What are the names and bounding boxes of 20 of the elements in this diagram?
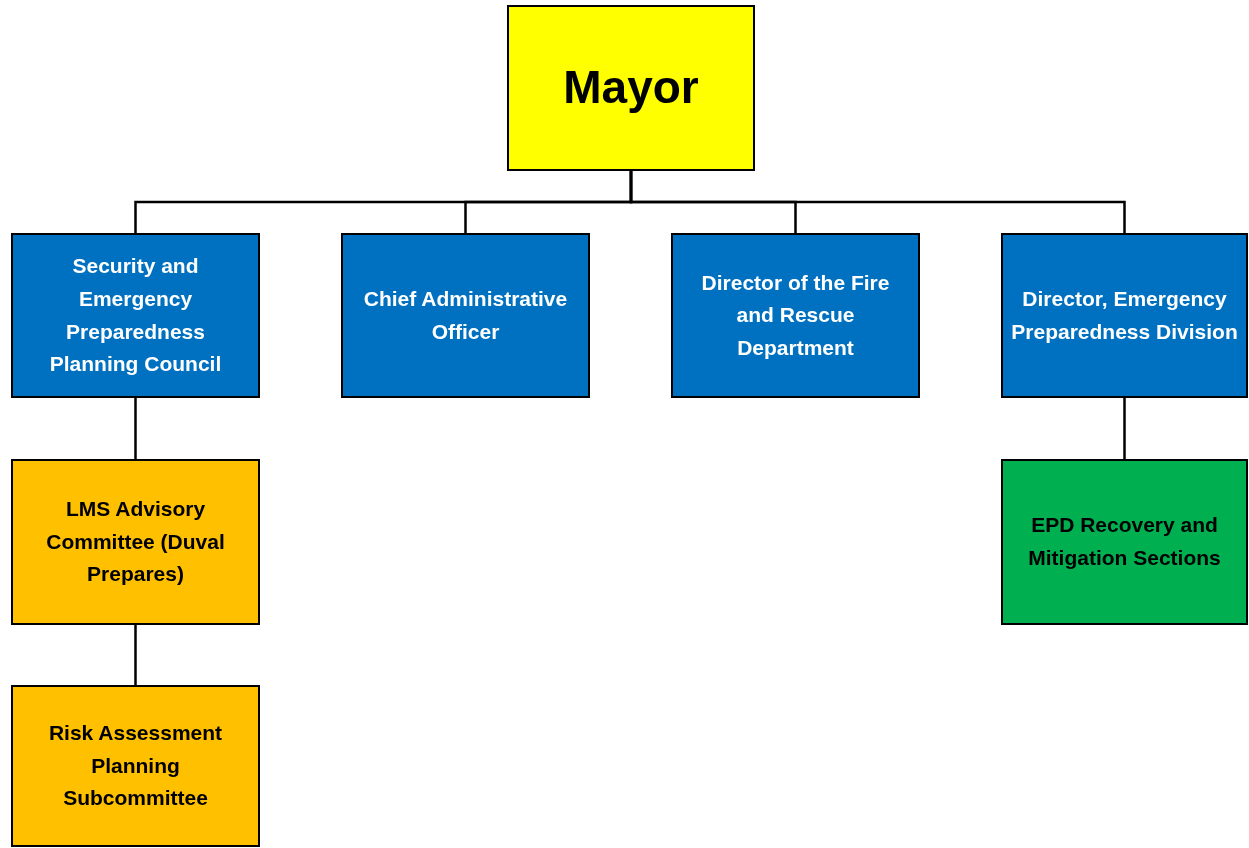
committee-box [11,459,260,625]
box-label: EPD Recovery and Mitigation Sections [1027,512,1222,571]
box-label: LMS Advisory Committee (Duval Prepares) [45,496,226,588]
box-label: Security and Emergency Preparedness Planning Council [48,253,223,378]
top-box [507,5,755,171]
role-box [671,233,920,398]
connector-line [134,398,137,459]
box-label: Director, Emergency Preparedness Division [1011,285,1238,345]
role-box [1001,233,1248,398]
connector-line [134,625,137,685]
box-label: Director of the Fire and Rescue Department [700,269,891,361]
role-box [11,233,260,398]
connector-line [629,171,1126,233]
section-box [1001,459,1248,625]
box-label: Risk Assessment Planning Subcommittee [47,720,224,812]
connector-line [1123,398,1126,459]
role-box [341,233,590,398]
committee-box [11,685,260,847]
box-label: Chief Administrative Officer [362,285,569,345]
box-label: Mayor [563,60,699,116]
